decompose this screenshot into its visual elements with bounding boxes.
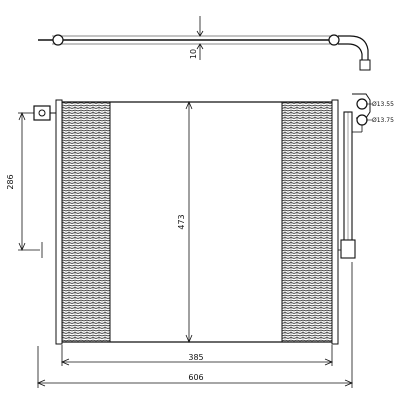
dim-height-total-line xyxy=(18,111,43,258)
top-pipe-end xyxy=(359,59,371,71)
dim-port-lower: Ø13.75 xyxy=(372,117,394,124)
top-left-fitting xyxy=(52,34,64,46)
left-side-tank xyxy=(55,99,63,345)
top-pipe-bend xyxy=(338,35,369,60)
dim-core-width-line xyxy=(60,345,334,366)
top-right-fitting xyxy=(328,34,340,46)
condenser-core xyxy=(33,99,339,345)
port-fittings xyxy=(352,93,372,133)
left-mounting-bracket xyxy=(33,105,51,121)
dim-core-height-line xyxy=(185,100,193,344)
top-view xyxy=(38,16,371,71)
right-side-tank xyxy=(331,99,339,345)
fin-block-left xyxy=(61,101,111,343)
dim-top-offset: 10 xyxy=(189,49,198,59)
dim-port-upper: Ø13.55 xyxy=(372,101,394,108)
dim-core-height: 473 xyxy=(177,214,186,229)
dim-overall-width-line xyxy=(36,262,354,388)
dim-core-width: 385 xyxy=(188,353,203,362)
dim-overall-width: 606 xyxy=(188,373,203,382)
receiver-dryer xyxy=(338,111,356,259)
port-upper-icon xyxy=(356,98,368,110)
fin-block-right xyxy=(281,101,333,343)
port-lower-icon xyxy=(356,114,368,126)
dim-height-total: 286 xyxy=(6,174,15,189)
